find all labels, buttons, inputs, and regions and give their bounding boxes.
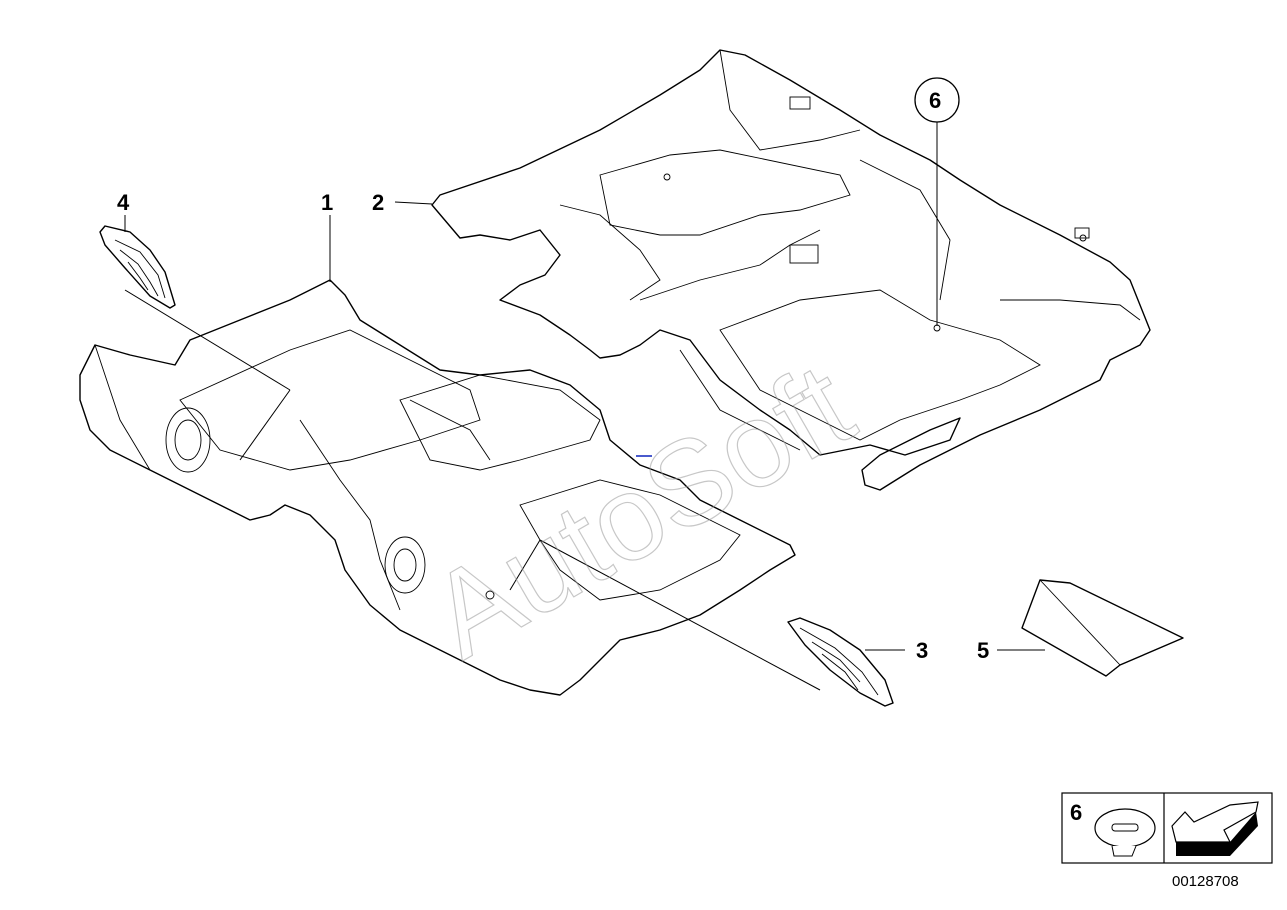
floor-carpet-rear bbox=[79, 279, 796, 696]
trim-piece-right bbox=[787, 617, 894, 707]
legend-box: 6 bbox=[1061, 792, 1273, 864]
trim-piece-left bbox=[99, 225, 176, 309]
floor-carpet-front bbox=[431, 49, 1151, 491]
callout-1: 1 bbox=[321, 190, 333, 215]
callout-4: 4 bbox=[117, 190, 130, 215]
legend-item-number: 6 bbox=[1070, 800, 1082, 825]
callout-5: 5 bbox=[977, 638, 989, 663]
callout-3: 3 bbox=[916, 638, 928, 663]
callout-6-circle bbox=[914, 77, 960, 123]
callout-2: 2 bbox=[372, 190, 384, 215]
wedge-block bbox=[1021, 579, 1184, 677]
callout-6: 6 bbox=[929, 88, 941, 113]
document-number: 00128708 bbox=[1172, 873, 1239, 890]
callouts: 4 1 2 3 5 6 bbox=[117, 77, 989, 663]
arrow-icon bbox=[1171, 801, 1259, 856]
clip-icon bbox=[1094, 808, 1156, 857]
leader-lines bbox=[124, 122, 1045, 691]
